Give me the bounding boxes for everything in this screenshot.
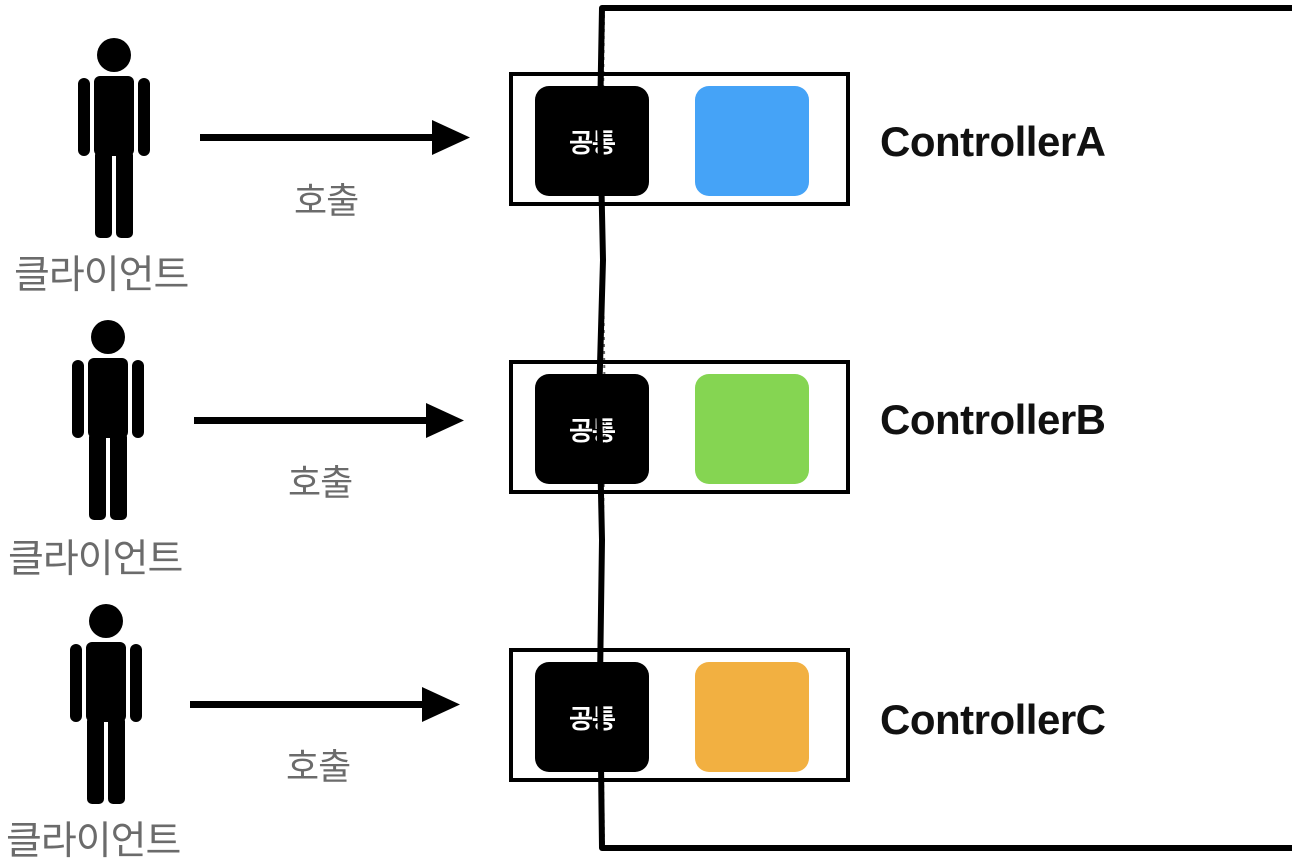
controller-logic-block-c: [695, 662, 809, 772]
call-label: 호출: [288, 463, 353, 504]
common-label: 공통: [569, 704, 616, 735]
person-icon: [72, 320, 144, 520]
request-row-a: 클라이언트 호출 공통 ControllerA: [0, 0, 1292, 298]
controller-logic-block-a: [695, 86, 809, 196]
controller-label-c: ControllerC: [880, 696, 1106, 743]
controller-box-b: 공통: [509, 360, 850, 494]
client-label: 클라이언트: [8, 537, 183, 582]
call-label: 호출: [294, 181, 359, 222]
common-label: 공통: [569, 128, 616, 159]
arrow-right-icon: [200, 120, 470, 155]
person-icon: [78, 38, 150, 238]
controller-label-a: ControllerA: [880, 118, 1106, 165]
common-logic-block: 공통: [535, 374, 649, 484]
common-logic-block: 공통: [535, 86, 649, 196]
client-label: 클라이언트: [6, 819, 181, 864]
request-row-c: 클라이언트 호출 공통 ControllerC: [0, 574, 1292, 864]
arrow-right-icon: [194, 403, 464, 438]
arrow-right-icon: [190, 687, 460, 722]
controller-box-a: 공통: [509, 72, 850, 206]
common-label: 공통: [569, 416, 616, 447]
controller-box-c: 공통: [509, 648, 850, 782]
call-label: 호출: [286, 747, 351, 788]
common-logic-block: 공통: [535, 662, 649, 772]
controller-label-b: ControllerB: [880, 396, 1106, 443]
client-label: 클라이언트: [14, 253, 189, 298]
person-icon: [70, 604, 142, 804]
request-row-b: 클라이언트 호출 공통 ControllerB: [0, 284, 1292, 582]
controller-logic-block-b: [695, 374, 809, 484]
